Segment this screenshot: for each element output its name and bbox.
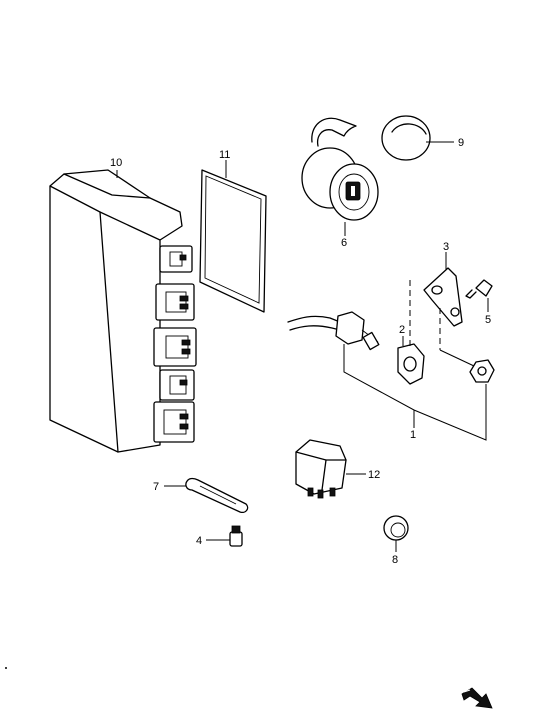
- switch-assembly-part-1: [287, 280, 495, 441]
- callout-11: 11: [219, 149, 230, 161]
- clip-part-2: [397, 336, 425, 385]
- callout-6: 6: [341, 237, 347, 249]
- cover-plate-part-11: [199, 160, 267, 313]
- bolt-part-4: [206, 525, 243, 547]
- callout-8: 8: [392, 554, 398, 566]
- ecu-connector-4: [159, 369, 195, 401]
- callout-1: 1: [410, 429, 416, 441]
- ecu-connector-5: [153, 401, 195, 443]
- screw-part-5: [465, 279, 493, 312]
- callout-9: 9: [458, 137, 464, 149]
- strap-part-7: [164, 477, 249, 514]
- cap-part-9: [381, 115, 454, 161]
- relay-part-12: [295, 439, 366, 499]
- callout-10: 10: [110, 157, 122, 169]
- front-arrow-icon: [461, 687, 493, 709]
- scan-mark: [5, 667, 7, 669]
- socket-part-6: [301, 117, 379, 236]
- callout-5: 5: [485, 314, 491, 326]
- ecu-connector-1: [159, 245, 193, 273]
- nut-icon: [469, 359, 495, 383]
- callout-3: 3: [443, 241, 449, 253]
- control-unit-part-10: [49, 169, 197, 453]
- plug-part-8: [383, 515, 409, 552]
- ecu-connector-3: [153, 327, 197, 367]
- ecu-connector-2: [155, 283, 195, 321]
- callout-4: 4: [196, 535, 202, 547]
- callout-2: 2: [399, 324, 405, 336]
- callout-12: 12: [368, 469, 380, 481]
- callout-7: 7: [153, 481, 159, 493]
- bracket-part-3: [423, 252, 463, 327]
